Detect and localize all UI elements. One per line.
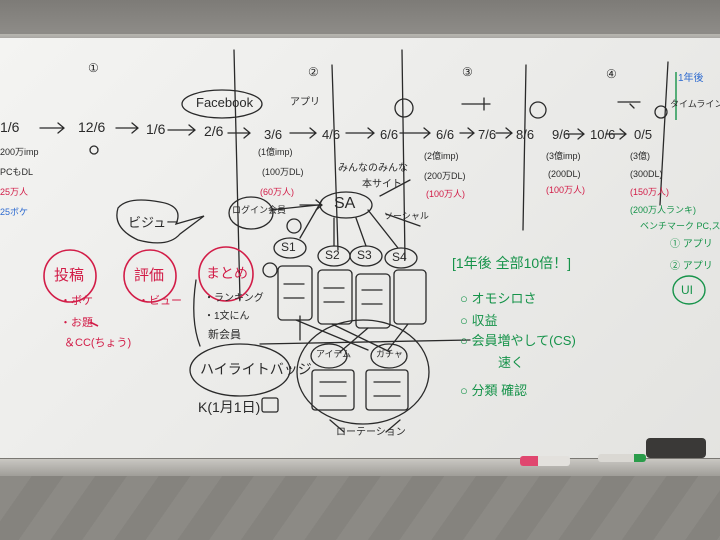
graph-label-site: 本サイト [362,179,402,190]
graph-label-minna: みんなのみんな [338,163,408,174]
left-note-users: 25万人 [0,187,29,197]
hub-sa: SA [334,195,356,212]
left-note-dl: PCもDL [0,167,34,177]
separator-1 [233,49,241,301]
left-note-imp: 200万imp [0,147,39,157]
summary-title: まとめ [206,265,248,281]
stage-4-label: ④ [606,67,617,81]
stage-2-label: ② [308,65,319,79]
green-marker [598,454,646,462]
summary-item-1: ・ランキング [204,293,264,304]
bubble-text: ビジュー [128,215,180,230]
separator-5 [659,61,669,206]
summary-item-2: ・1文にん [204,311,250,322]
rate-item-1: ・ビュー [138,295,182,307]
date-2: 12/6 [78,119,106,135]
node-s1: S1 [281,240,296,254]
goal-item-2: ○ 収益 [460,313,498,328]
stage-4b-line-2: (300DL) [630,169,663,179]
stage-4b-line-4: (200万人ランキ) [630,205,697,215]
date-1: 1/6 [0,119,20,135]
ui-circle [672,275,706,305]
goal-item-3: ○ 会員増やして(CS) [460,333,576,348]
stage-3-line-1: (2億imp) [424,151,459,161]
stage-1-label: ① [88,61,99,75]
stage-2-line-2: (100万DL) [262,167,304,177]
graph-bottom-label: ローテーション [336,427,406,438]
facebook-label: Facebook [196,95,254,110]
node-s4: S4 [392,250,407,264]
goal-item-1: ○ オモシロさ [460,291,537,306]
right-item-1: ① アプリ [670,239,713,250]
date-12: 10/6 [590,127,616,142]
date-3: 1/6 [146,121,166,137]
node-item: アイテム [316,349,352,359]
whiteboard [0,38,720,470]
date-4: 2/6 [204,123,224,139]
date-6: 4/6 [322,127,341,142]
right-timeline: タイムライン [670,99,720,109]
graph-label-social: ソーシャル [384,211,429,221]
node-login: ログイン会員 [232,205,287,215]
date-7: 6/6 [380,127,399,142]
date-5: 3/6 [264,127,283,142]
stage-2-tag: アプリ [290,97,320,108]
rate-circle [123,249,177,303]
post-circle [43,249,97,303]
stage-3-line-3: (100万人) [426,189,466,199]
right-item-2: ② アプリ [670,261,713,272]
facebook-oval [181,89,263,119]
right-title: ベンチマーク PC,スマホ [640,221,720,231]
stage-3-label: ③ [462,65,473,79]
separator-2 [331,64,339,251]
summary-item-3: 新会員 [208,329,241,341]
goal-item-5: ○ 分類 確認 [460,383,528,398]
whiteboard-frame [0,34,720,40]
date-13: 0/5 [634,127,653,142]
stage-2-line-1: (1億imp) [258,147,293,157]
goal-item-4: 速く [498,355,525,370]
node-gacha: ガチャ [376,349,403,359]
stage-2-line-3: (60万人) [260,187,295,197]
date-10: 8/6 [516,127,535,142]
stage-4b-line-3: (150万人) [630,187,670,197]
node-s3: S3 [357,248,372,262]
highlight-text: ハイライトバッジ [200,361,312,377]
date-11: 9/6 [552,127,571,142]
board-eraser [646,438,706,458]
left-note-boke: 25ボケ [0,207,29,217]
right-circle-ui: UI [681,283,693,297]
date-note: K(1月1日) [198,399,261,415]
stage-4a-line-3: (100万人) [546,185,586,195]
rate-title: 評価 [134,267,165,284]
goal-title: [1年後 全部10倍！] [452,255,572,271]
stage-4a-line-2: (200DL) [548,169,581,179]
summary-circle [198,246,254,302]
post-item-1: ・ボケ [60,295,93,307]
date-9: 7/6 [478,127,497,142]
separator-3 [401,49,406,261]
node-s2: S2 [325,248,340,262]
separator-4 [522,64,527,231]
post-item-2: ・お題 [60,317,93,329]
red-marker [520,456,570,466]
date-8: 6/6 [436,127,455,142]
stage-4b-line-1: (3億) [630,151,650,161]
post-title: 投稿 [54,267,85,284]
wall-below [0,476,720,540]
right-header: 1年後 [678,73,704,84]
stage-4a-line-1: (3億imp) [546,151,581,161]
post-item-3: ＆CC(ちょう) [64,337,132,349]
stage-3-line-2: (200万DL) [424,171,466,181]
